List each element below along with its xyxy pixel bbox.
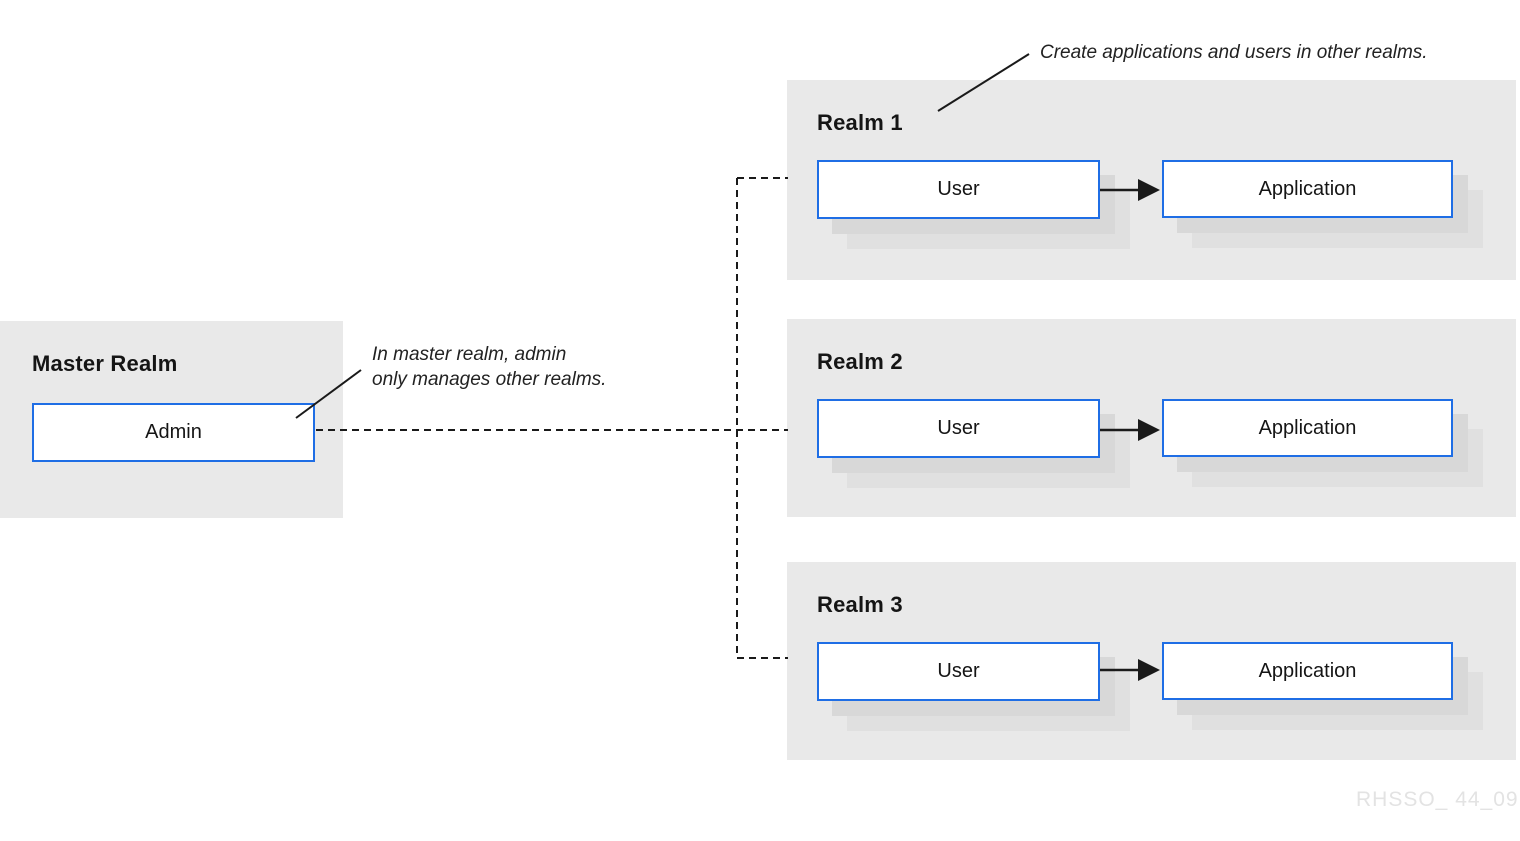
realm3-title: Realm 3	[817, 592, 903, 617]
application-node-label: Application	[1258, 659, 1357, 682]
application-node-label: Application	[1258, 416, 1357, 439]
user-node-label: User	[937, 178, 980, 200]
master-realm-title: Master Realm	[32, 351, 178, 376]
realm1-panel: Realm 1 User Application	[787, 80, 1516, 280]
realm1-application-node: Application	[1162, 160, 1453, 218]
realm2-title: Realm 2	[817, 349, 903, 374]
realm2-user-node: User	[817, 399, 1100, 458]
realm2-application-node: Application	[1162, 399, 1453, 457]
top-annotation-text: Create applications and users in other r…	[1040, 42, 1428, 63]
realm3-panel: Realm 3 User Application	[787, 562, 1516, 760]
master-realm-panel: Master Realm Admin	[0, 321, 343, 518]
realm1-title: Realm 1	[817, 110, 903, 135]
master-annotation-line1: In master realm, admin	[372, 344, 567, 365]
master-annotation-line2: only manages other realms.	[372, 369, 607, 390]
dashed-connector	[316, 177, 788, 659]
realm3-application-node: Application	[1162, 642, 1453, 700]
top-annotation: Create applications and users in other r…	[1040, 40, 1428, 65]
realm3-user-node: User	[817, 642, 1100, 701]
realm2-panel: Realm 2 User Application	[787, 319, 1516, 517]
realm1-user-node: User	[817, 160, 1100, 219]
user-node-label: User	[937, 660, 980, 682]
user-node-label: User	[937, 417, 980, 439]
application-node-label: Application	[1258, 177, 1357, 200]
admin-node-label: Admin	[145, 421, 202, 443]
master-annotation: In master realm, admin only manages othe…	[372, 342, 606, 392]
admin-node: Admin	[32, 403, 315, 462]
watermark-label: RHSSO_ 44_0919	[1356, 788, 1520, 811]
